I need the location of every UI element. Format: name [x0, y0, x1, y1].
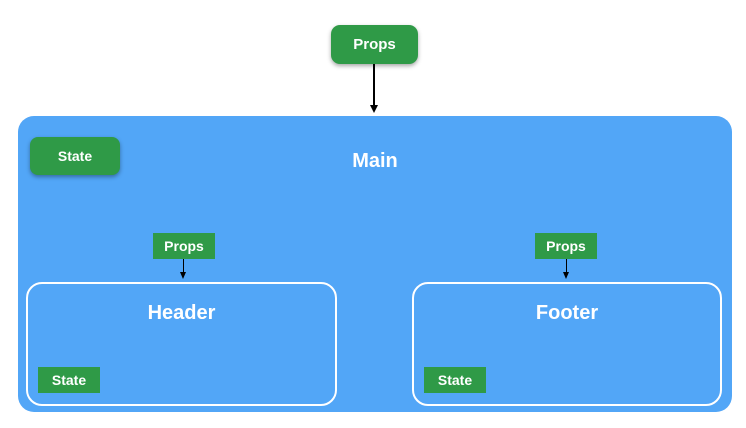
header-title: Header: [147, 302, 216, 324]
arrow-top-to-main-head: [370, 105, 378, 113]
arrow-to-header-head: [180, 272, 186, 279]
footer-props-tag: Props: [535, 233, 597, 259]
arrow-to-footer-head: [563, 272, 569, 279]
main-component-box: [18, 116, 732, 412]
header-component-box: [26, 282, 337, 406]
arrow-to-footer-line: [566, 259, 567, 273]
footer-title: Footer: [535, 302, 599, 324]
arrow-to-header-line: [183, 259, 184, 273]
footer-state-tag: State: [424, 367, 486, 393]
header-state-tag: State: [38, 367, 100, 393]
main-title: Main: [352, 150, 398, 172]
arrow-top-to-main-line: [373, 64, 375, 106]
header-props-tag: Props: [153, 233, 215, 259]
main-state-pill: State: [30, 137, 120, 175]
top-props-pill: Props: [331, 25, 418, 64]
footer-component-box: [412, 282, 722, 406]
